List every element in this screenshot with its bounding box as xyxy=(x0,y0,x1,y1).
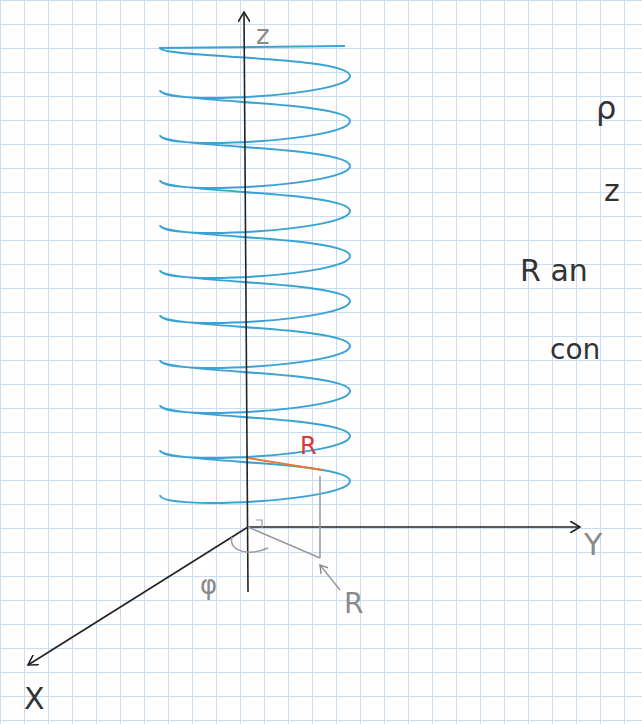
axis-label: z xyxy=(256,22,270,48)
projection-line xyxy=(319,476,321,558)
leader-line xyxy=(320,565,340,590)
note-text: con xyxy=(550,336,600,364)
x-axis xyxy=(28,527,248,665)
radius-label: R xyxy=(344,590,363,618)
angle-arc xyxy=(232,537,268,552)
angle-label: φ xyxy=(200,572,217,598)
note-text: R an xyxy=(520,256,588,286)
radius-line xyxy=(248,458,322,470)
z-axis xyxy=(244,12,248,592)
radius-label: R xyxy=(300,434,317,458)
angle-tick xyxy=(256,520,262,528)
note-text: ρ xyxy=(596,92,616,124)
y-axis xyxy=(248,526,580,528)
projection-radius xyxy=(248,527,320,558)
note-text: z xyxy=(604,176,620,206)
axis-label: X xyxy=(24,684,45,714)
axis-label: Y xyxy=(584,530,602,560)
helix-curve xyxy=(160,46,350,503)
